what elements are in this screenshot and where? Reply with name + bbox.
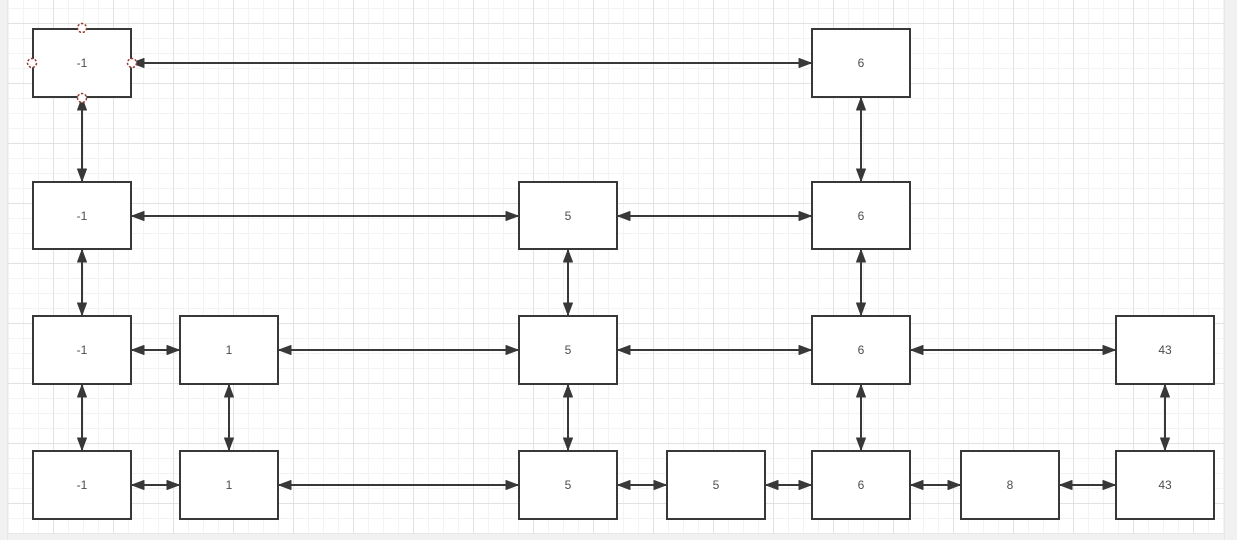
node-label: 8	[1006, 478, 1014, 492]
diagram-node-r3c7[interactable]: 43	[1115, 315, 1215, 385]
diagram-node-r4c2[interactable]: 1	[179, 450, 279, 520]
node-label: 6	[857, 343, 865, 357]
node-label: 43	[1158, 343, 1172, 357]
node-label: 5	[564, 208, 572, 223]
diagram-node-r1c5[interactable]: 6	[811, 28, 911, 98]
node-label: -1	[76, 478, 88, 492]
node-label: 1	[225, 478, 233, 492]
node-label: 6	[857, 56, 865, 70]
node-label: 6	[857, 478, 865, 492]
node-label: 5	[564, 478, 572, 492]
diagram-node-r4c3[interactable]: 5	[518, 450, 618, 520]
vertical-scrollbar-track[interactable]	[1224, 0, 1237, 540]
left-edge-gutter	[0, 0, 8, 540]
diagram-node-r4c6[interactable]: 8	[960, 450, 1060, 520]
diagram-node-r1c1[interactable]: -1	[32, 28, 132, 98]
node-label: -1	[76, 56, 88, 70]
diagram-node-r4c4[interactable]: 5	[666, 450, 766, 520]
node-label: 6	[857, 208, 865, 223]
diagram-node-r2c5[interactable]: 6	[811, 181, 911, 250]
diagram-node-r2c3[interactable]: 5	[518, 181, 618, 250]
horizontal-scrollbar-track[interactable]	[7, 533, 1225, 540]
diagram-node-r4c5[interactable]: 6	[811, 450, 911, 520]
node-label: 5	[564, 343, 572, 357]
diagram-node-r4c7[interactable]: 43	[1115, 450, 1215, 520]
diagram-node-r3c2[interactable]: 1	[179, 315, 279, 385]
diagram-node-r3c3[interactable]: 5	[518, 315, 618, 385]
diagram-node-r3c1[interactable]: -1	[32, 315, 132, 385]
node-label: -1	[76, 343, 88, 357]
node-label: 5	[712, 478, 720, 492]
diagram-node-r2c1[interactable]: -1	[32, 181, 132, 250]
diagram-node-r4c1[interactable]: -1	[32, 450, 132, 520]
node-label: 1	[225, 343, 233, 357]
diagram-node-r3c5[interactable]: 6	[811, 315, 911, 385]
node-label: -1	[76, 208, 88, 223]
node-label: 43	[1158, 478, 1172, 492]
